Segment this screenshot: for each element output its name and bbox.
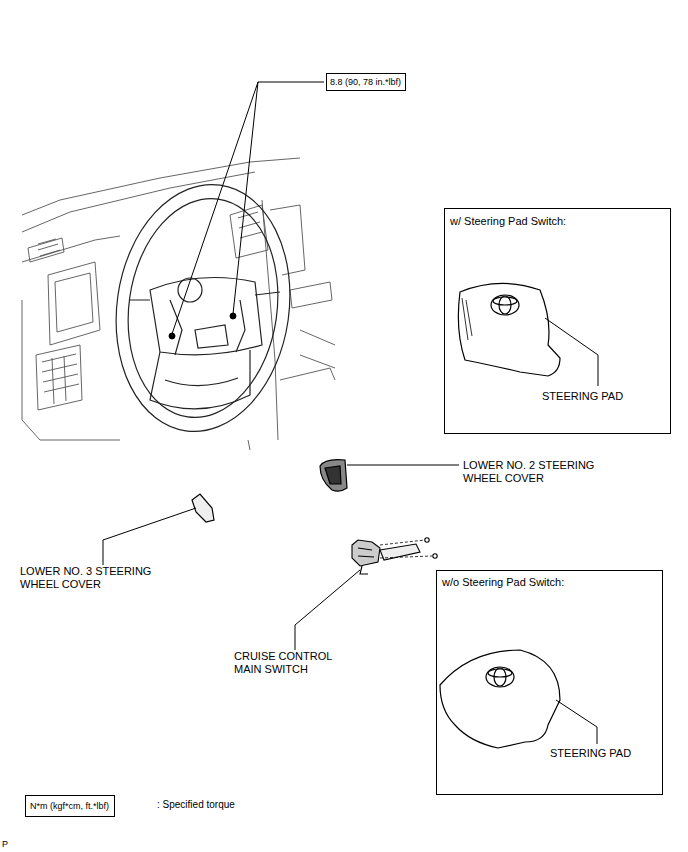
variant-panel: w/o Steering Pad Switch: STEERING PAD	[436, 570, 663, 795]
unit-box: N*m (kgf*cm, ft.*lbf)	[25, 795, 115, 817]
leader-line	[103, 508, 196, 565]
leader-line	[172, 82, 324, 334]
part-name: CRUISE CONTROL MAIN SWITCH	[234, 650, 349, 676]
lower-no2-cover	[320, 460, 347, 492]
panel-heading: w/o Steering Pad Switch:	[442, 576, 564, 589]
spec-text: N*m (kgf*cm, ft.*lbf)	[30, 800, 109, 812]
part-name: STEERING PAD	[542, 390, 623, 403]
steering-wheel	[101, 173, 306, 443]
leader-line	[347, 465, 459, 466]
steering-pad	[440, 650, 560, 748]
leader-line	[545, 318, 598, 386]
part-name: LOWER NO. 2 STEERING WHEEL COVER	[463, 459, 613, 485]
cruise-switch	[352, 538, 437, 574]
torque-box: 8.8 (90, 78 in.*lbf)	[326, 73, 406, 91]
part-name: STEERING PAD	[550, 747, 631, 760]
spec-text: 8.8 (90, 78 in.*lbf)	[330, 76, 401, 88]
part-name: LOWER NO. 3 STEERING WHEEL COVER	[20, 565, 170, 591]
page-mark: P	[2, 838, 8, 851]
dashboard	[22, 158, 335, 450]
bolt-symbol	[169, 313, 236, 339]
leader-line	[295, 570, 360, 650]
panel-heading: w/ Steering Pad Switch:	[450, 215, 566, 228]
variant-panel: w/ Steering Pad Switch: STEERING PAD	[444, 208, 671, 434]
legend-text: : Specified torque	[157, 798, 235, 811]
leader-line	[556, 700, 597, 744]
steering-pad	[458, 283, 560, 376]
